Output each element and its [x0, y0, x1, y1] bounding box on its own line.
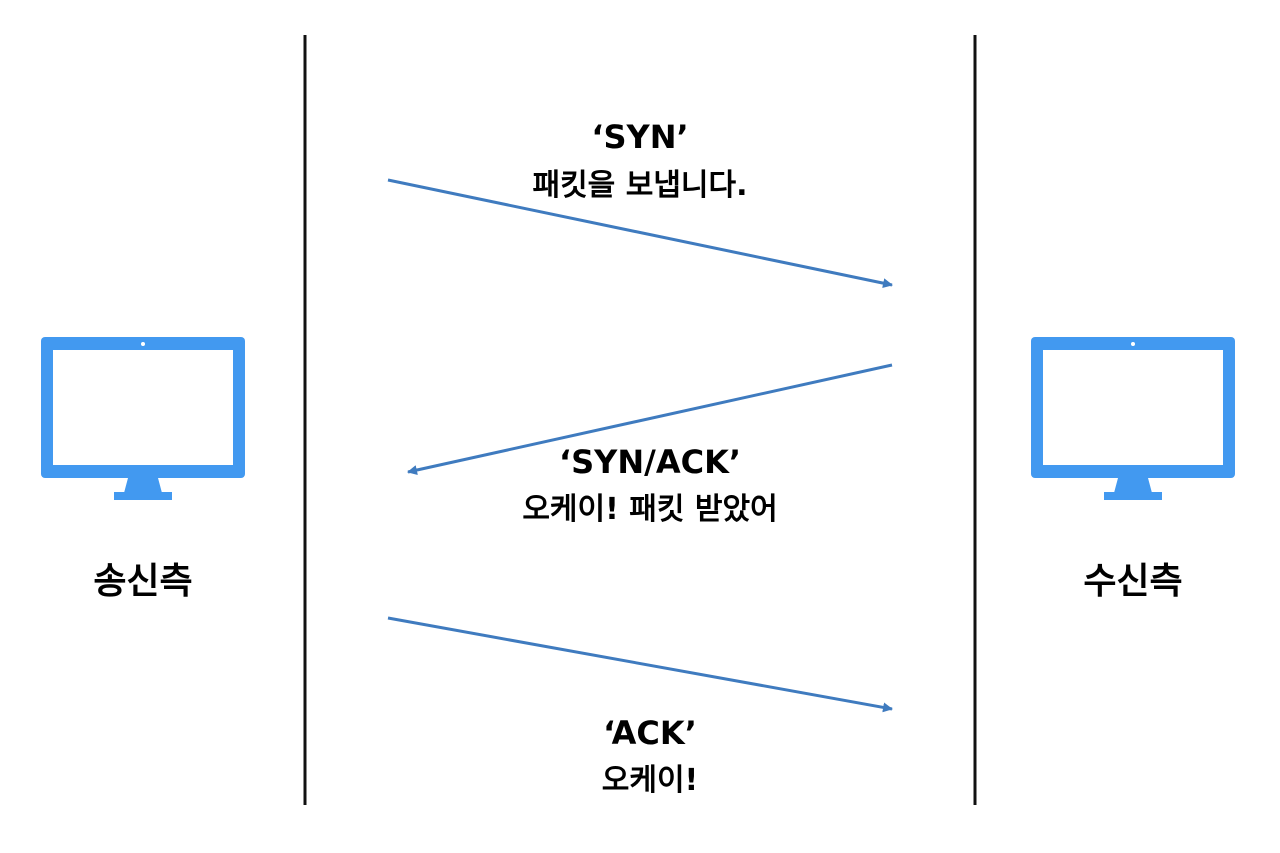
desktop-computer-icon	[41, 337, 245, 500]
desktop-computer-icon	[1031, 337, 1235, 500]
syn-description: 패킷을 보냅니다.	[532, 168, 748, 203]
syn-ack-arrow	[407, 363, 893, 475]
syn-arrow	[387, 178, 893, 289]
ack-title: ‘ACK’	[603, 714, 697, 752]
ack-arrow	[387, 616, 893, 713]
sender-label: 송신측	[93, 561, 193, 602]
syn-title: ‘SYN’	[591, 118, 689, 156]
ack-description: 오케이!	[601, 763, 699, 798]
receiver-label: 수신측	[1083, 561, 1183, 602]
syn-ack-title: ‘SYN/ACK’	[558, 443, 742, 481]
syn-ack-description: 오케이! 패킷 받았어	[522, 492, 778, 527]
